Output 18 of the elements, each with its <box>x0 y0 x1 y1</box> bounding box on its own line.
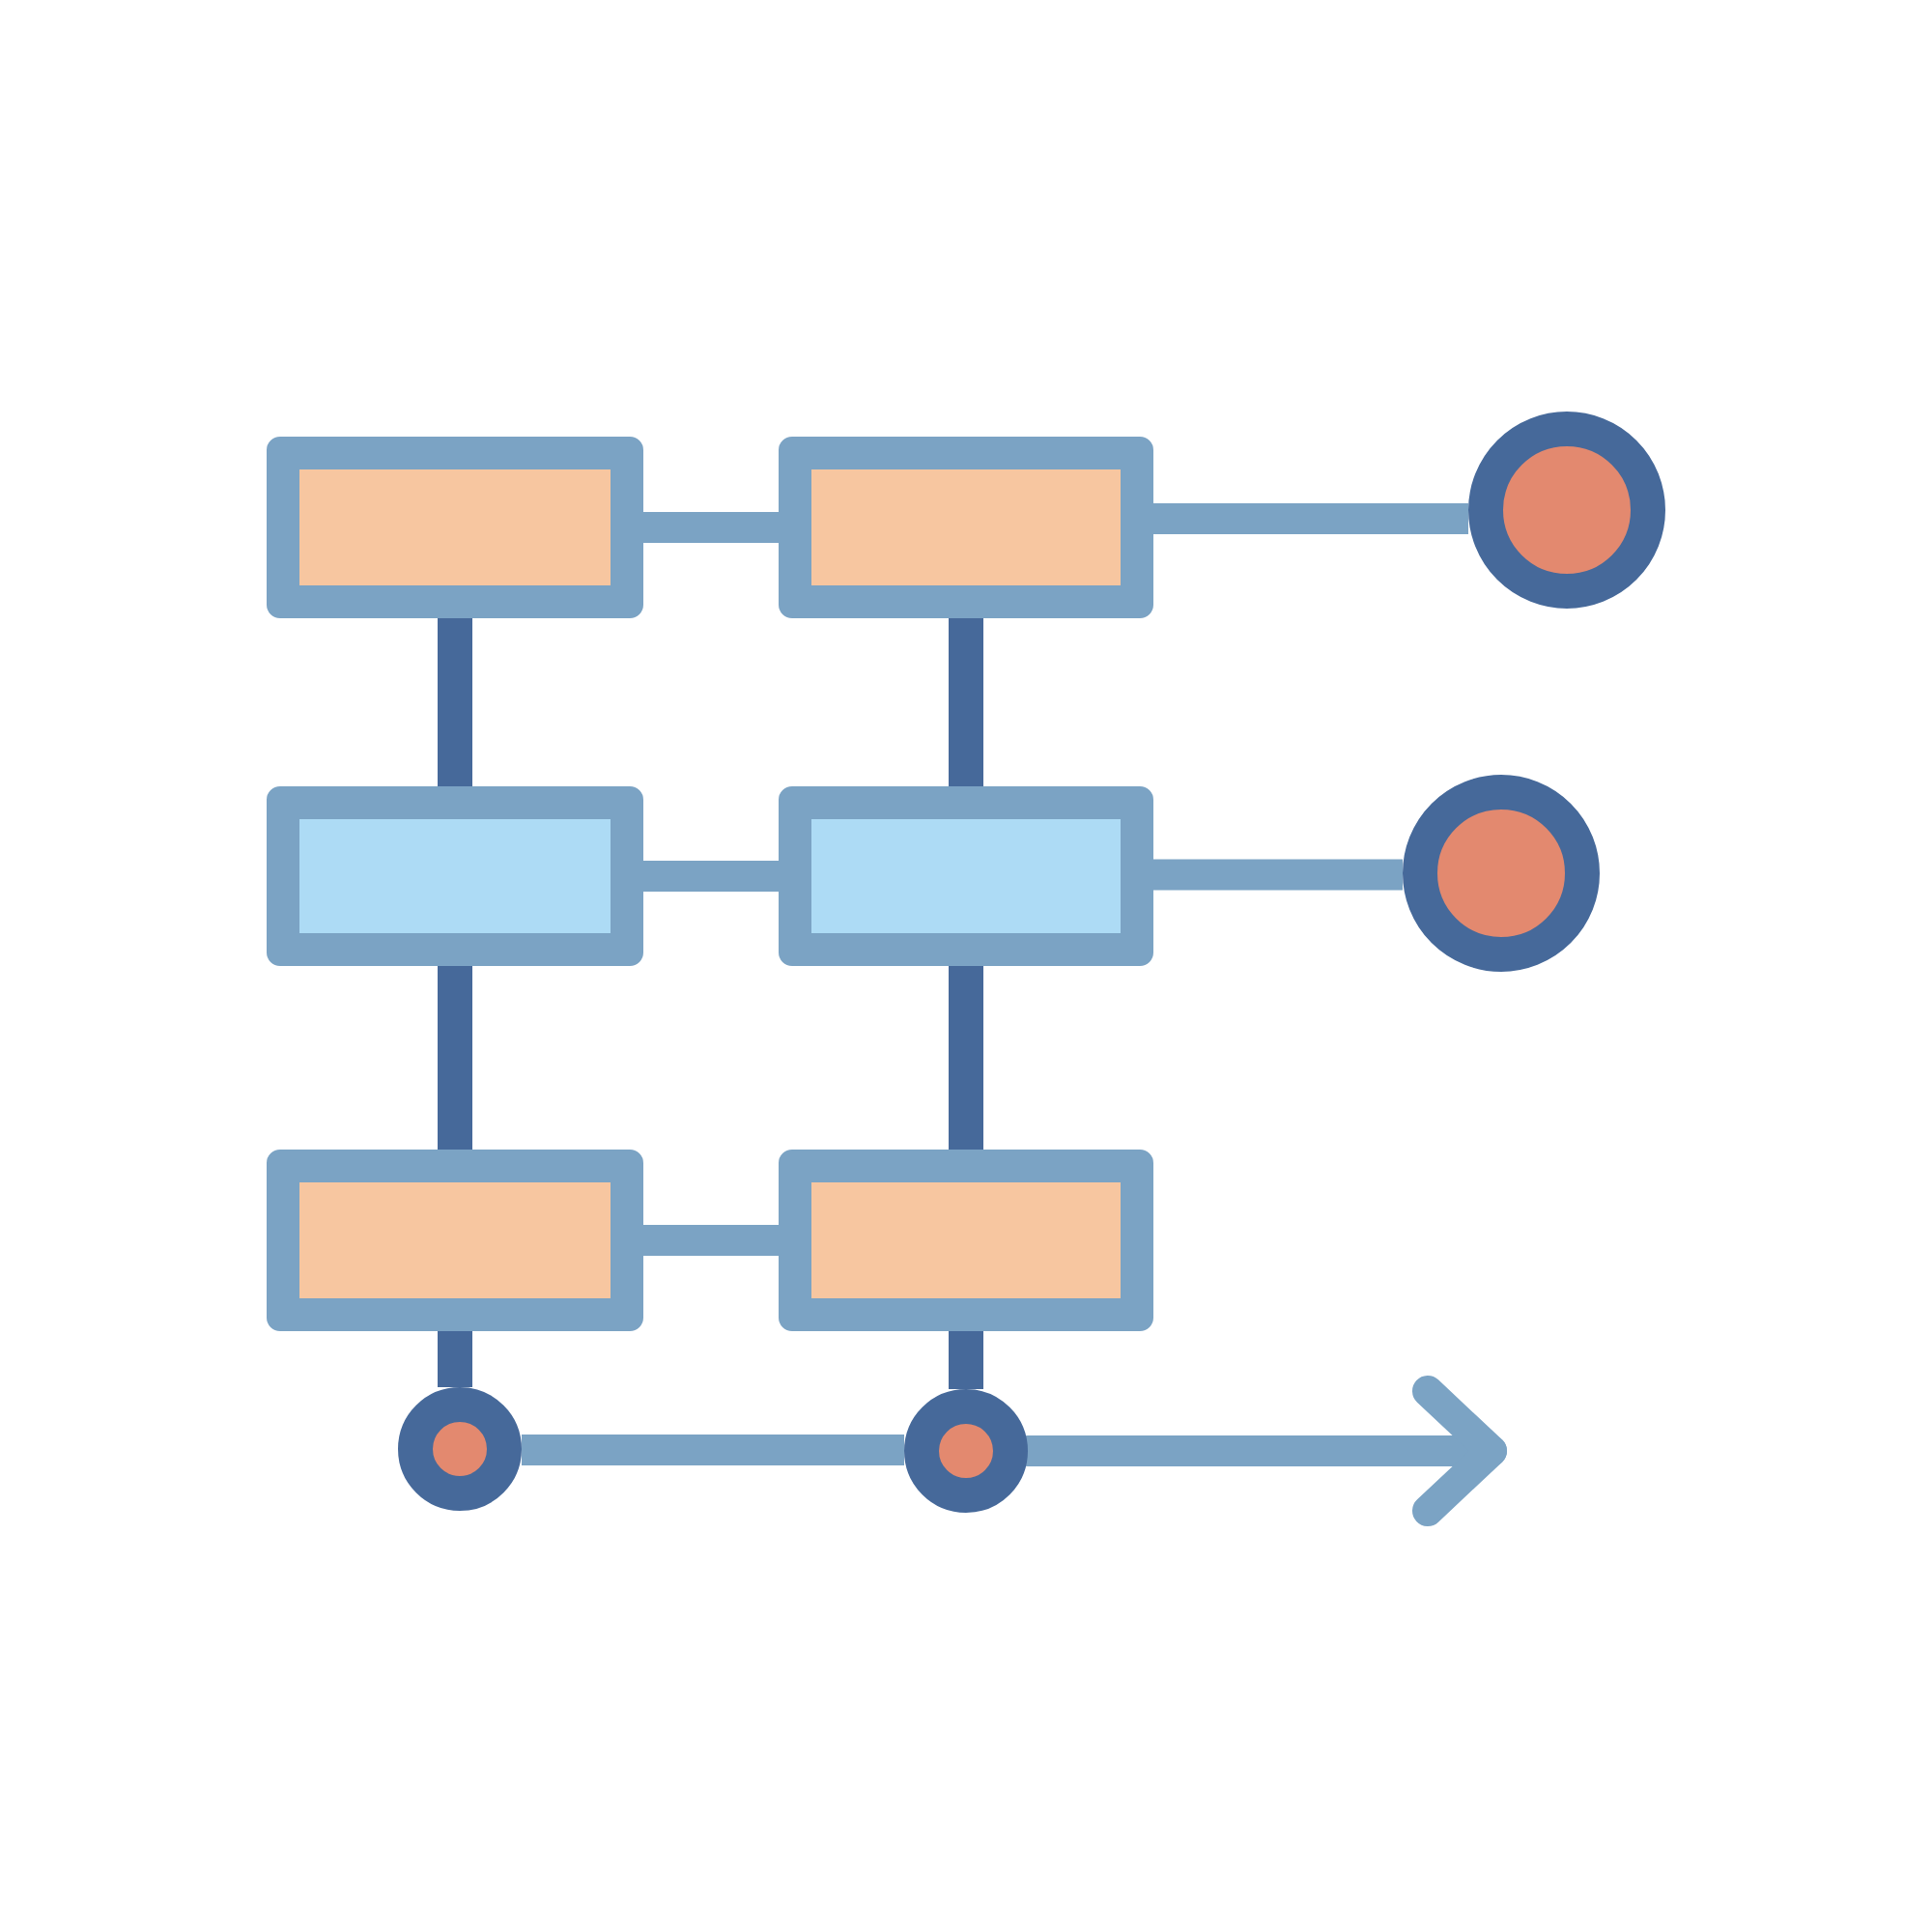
process-box <box>779 786 1153 966</box>
connector-line <box>643 512 779 543</box>
process-box <box>779 1150 1153 1331</box>
connector-line <box>949 1331 983 1389</box>
connector-line <box>522 1435 904 1465</box>
connector-line <box>643 1225 779 1256</box>
connector-line <box>438 1331 472 1387</box>
connector-line <box>1153 859 1403 891</box>
process-box <box>779 437 1153 618</box>
connector-line <box>1153 503 1468 534</box>
process-box <box>267 1150 643 1331</box>
connector-line <box>949 966 983 1150</box>
connector-line <box>438 966 472 1150</box>
connector-line <box>949 618 983 786</box>
process-box <box>267 786 643 966</box>
connector-line <box>643 861 779 892</box>
process-box <box>267 437 643 618</box>
connector-line <box>438 618 472 786</box>
